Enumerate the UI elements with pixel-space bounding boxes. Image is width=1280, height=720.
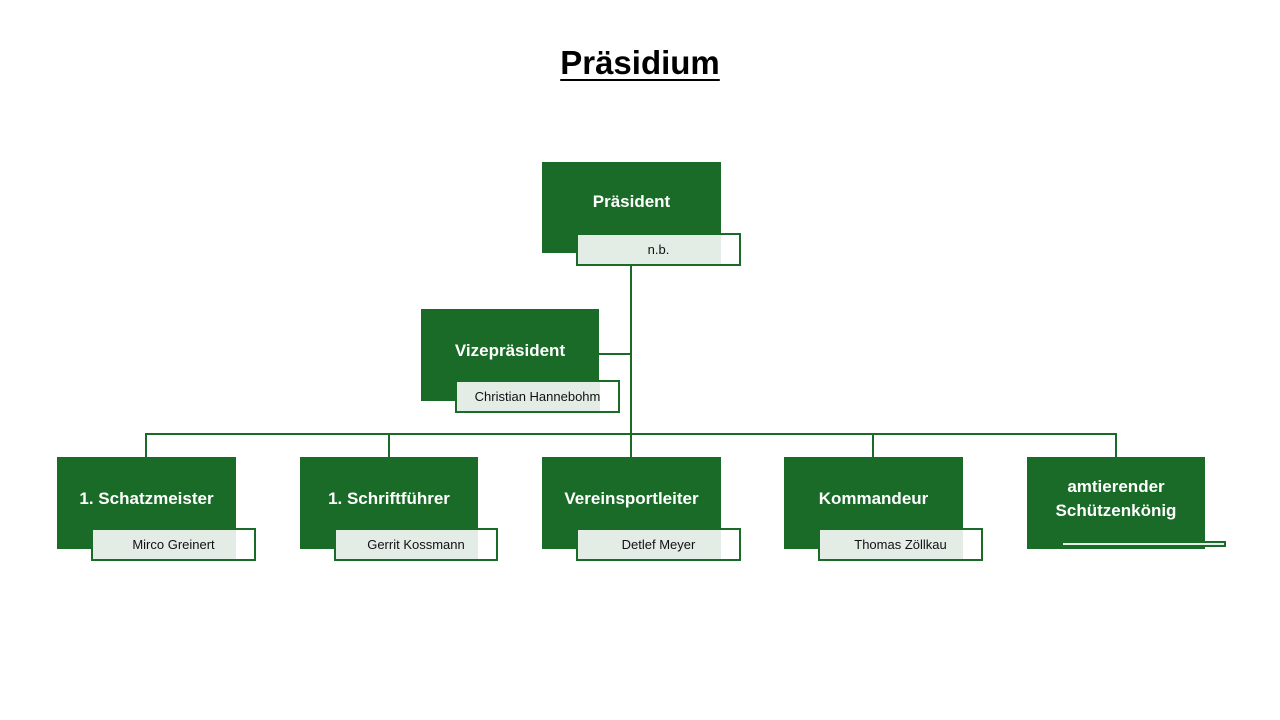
member-name: Gerrit Kossmann bbox=[367, 537, 465, 552]
member-box-schuetzenkoenig: amtierender Schützenkönig bbox=[1027, 457, 1205, 549]
member-role: 1. Schriftführer bbox=[328, 489, 450, 508]
member-role-line2: Schützenkönig bbox=[1055, 501, 1177, 520]
connector-vice bbox=[599, 353, 632, 355]
president-role: Präsident bbox=[592, 191, 671, 211]
connector-drop-4 bbox=[872, 433, 874, 457]
connector-drop-3 bbox=[630, 433, 632, 457]
connector-vertical-main bbox=[630, 256, 632, 434]
member-role-line1: amtierender bbox=[1067, 477, 1165, 496]
president-name-box: n.b. bbox=[576, 233, 741, 266]
title-text: Präsidium bbox=[560, 44, 720, 81]
member-role: Kommandeur bbox=[818, 489, 929, 508]
president-name: n.b. bbox=[647, 242, 670, 257]
member-name: Mirco Greinert bbox=[132, 537, 215, 552]
member-name-box: Mirco Greinert bbox=[91, 528, 256, 561]
vice-president-name: Christian Hannebohm bbox=[474, 389, 601, 404]
member-name-box: Thomas Zöllkau bbox=[818, 528, 983, 561]
member-name-box-empty bbox=[1061, 541, 1226, 547]
member-role: Vereinsportleiter bbox=[564, 489, 699, 508]
vice-president-name-box: Christian Hannebohm bbox=[455, 380, 620, 413]
connector-drop-2 bbox=[388, 433, 390, 457]
member-role: 1. Schatzmeister bbox=[79, 489, 214, 508]
vice-president-role: Vizepräsident bbox=[454, 341, 566, 360]
member-name-box: Detlef Meyer bbox=[576, 528, 741, 561]
member-name: Thomas Zöllkau bbox=[854, 537, 947, 552]
member-name-box: Gerrit Kossmann bbox=[334, 528, 498, 561]
page-title: Präsidium bbox=[0, 44, 1280, 82]
connector-drop-1 bbox=[145, 433, 147, 457]
connector-drop-5 bbox=[1115, 433, 1117, 457]
member-name: Detlef Meyer bbox=[621, 537, 696, 552]
